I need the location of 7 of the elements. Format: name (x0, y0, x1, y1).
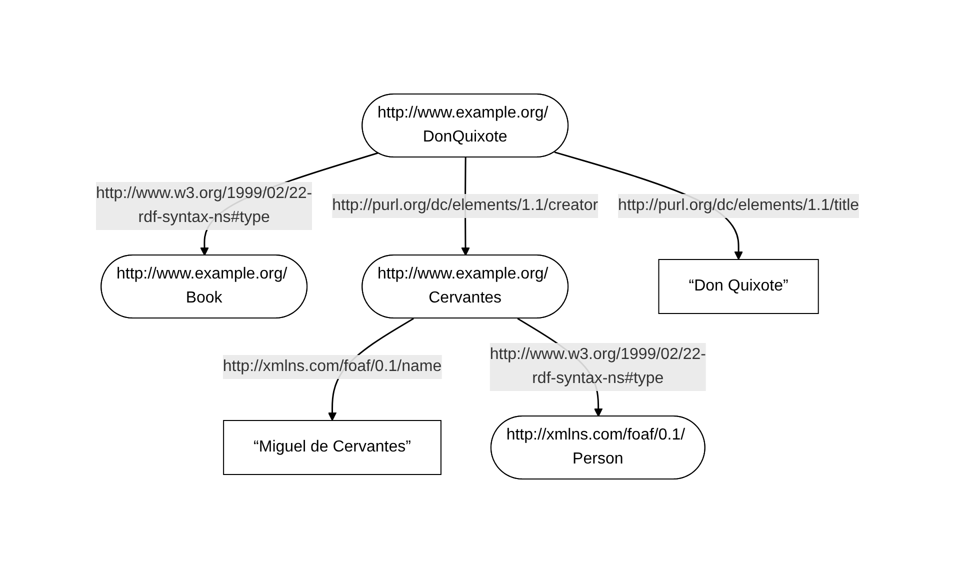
edge-label: http://xmlns.com/foaf/0.1/name (222, 358, 442, 375)
edge-label: http://www.w3.org/1999/02/22-rdf-syntax-ns#type (96, 185, 312, 226)
node-box: “Miguel de Cervantes” (223, 420, 442, 475)
edge-label: http://purl.org/dc/elements/1.1/creator (332, 197, 598, 214)
node-box: “Don Quixote” (658, 259, 819, 314)
edge-label: http://purl.org/dc/elements/1.1/title (618, 197, 860, 214)
edge-label: http://www.w3.org/1999/02/22-rdf-syntax-ns#type (490, 346, 706, 387)
